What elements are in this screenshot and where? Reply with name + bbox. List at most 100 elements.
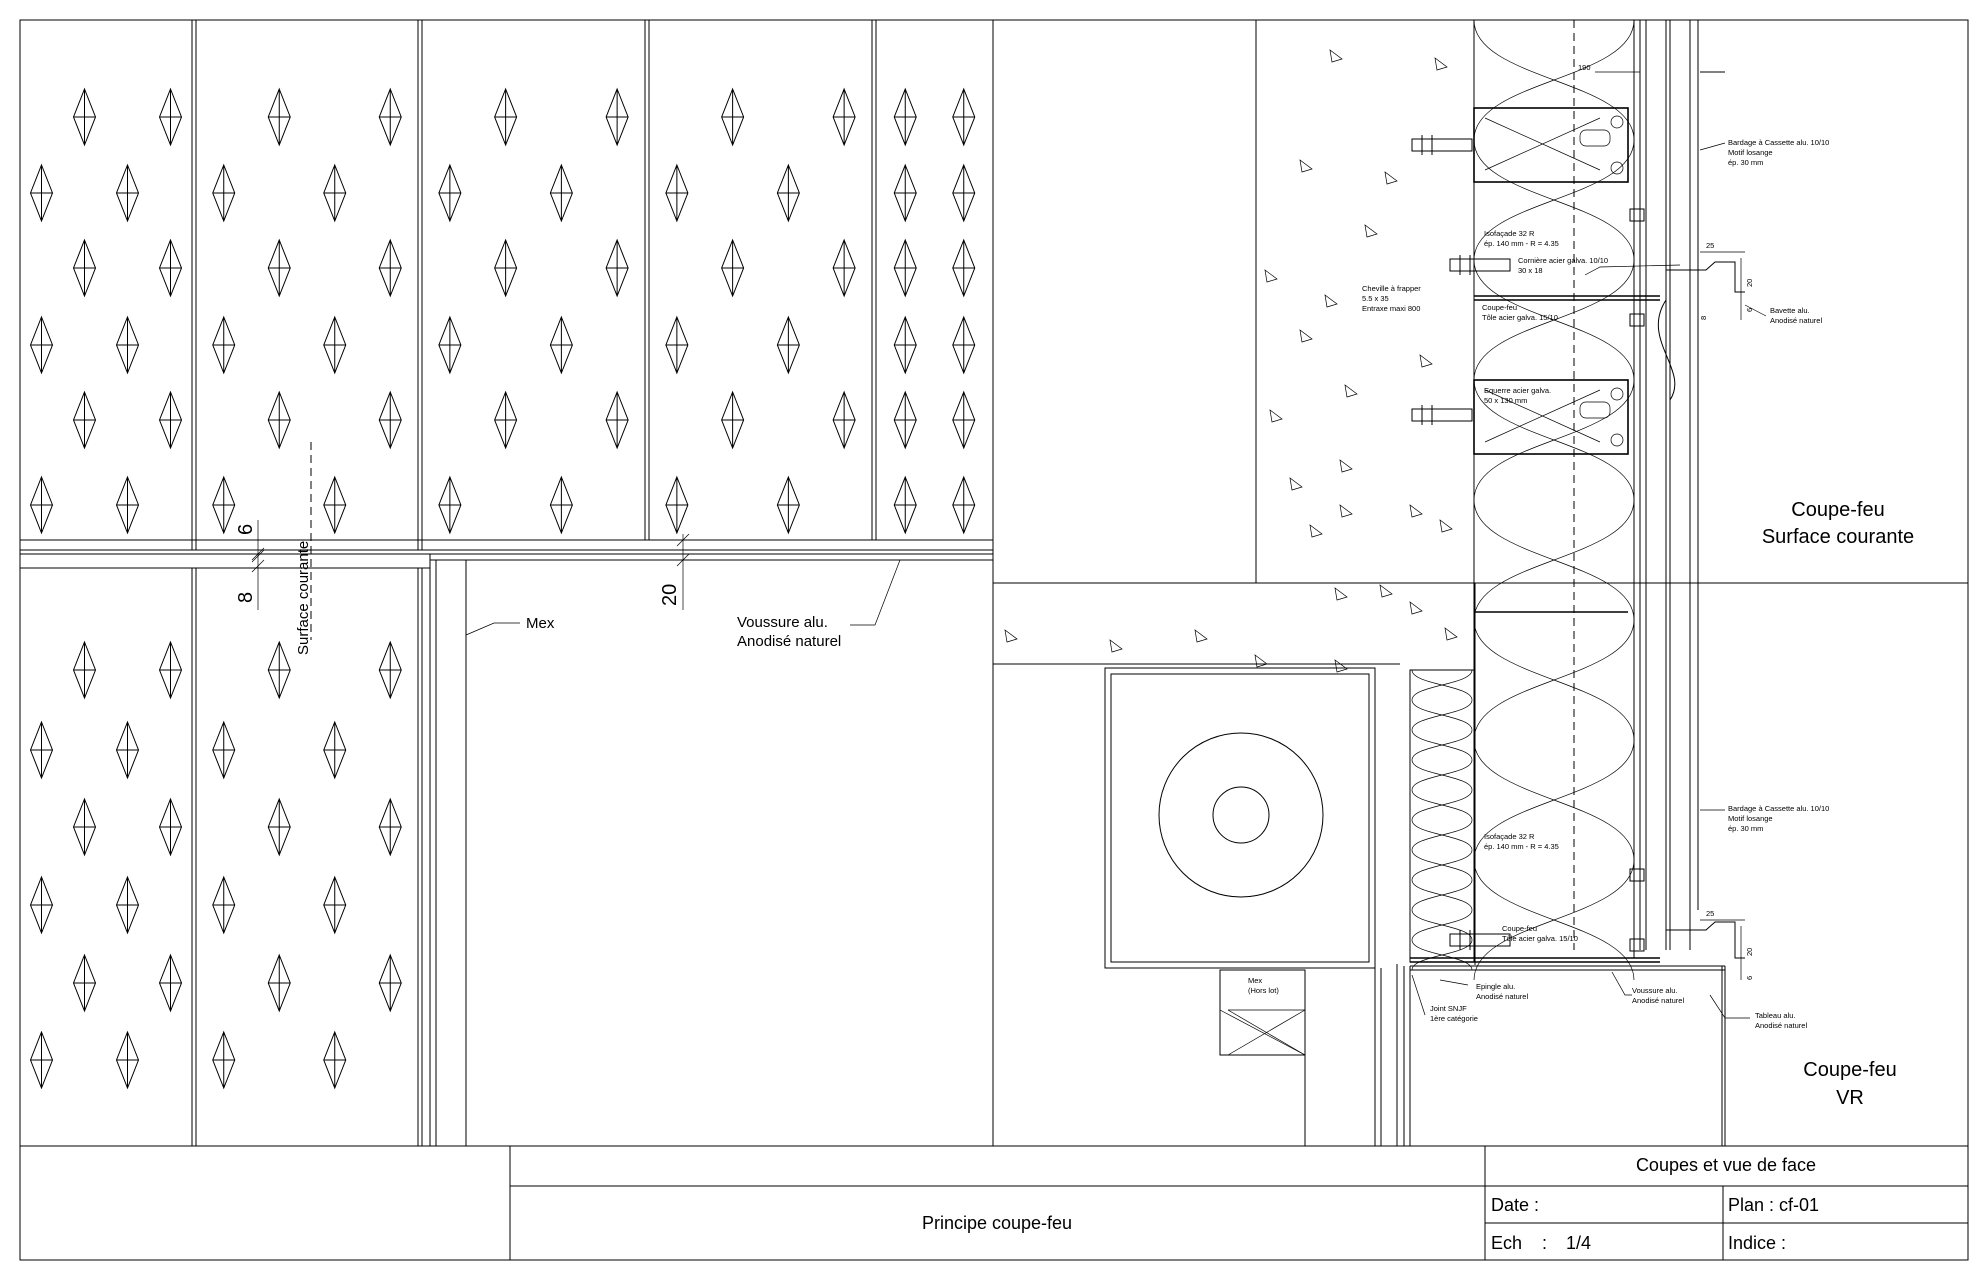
diamond-motif (605, 87, 629, 147)
svg-text:(Hors lot): (Hors lot) (1248, 986, 1279, 995)
svg-text:Entraxe maxi 800: Entraxe maxi 800 (1362, 304, 1420, 313)
svg-text:Bavette alu.: Bavette alu. (1770, 306, 1810, 315)
diamond-motif (158, 238, 183, 298)
diamond-motif (212, 720, 236, 780)
diamond-motif (115, 720, 140, 780)
svg-text:50 x 130 mm: 50 x 130 mm (1484, 396, 1527, 405)
project-title: Principe coupe-feu (922, 1213, 1072, 1233)
screw-head (1629, 938, 1645, 952)
diamond-motif (158, 953, 183, 1013)
diamond-motif (893, 315, 917, 375)
concrete-aggregate (1419, 354, 1433, 368)
insulation-wave (1473, 499, 1635, 621)
svg-text:Anodisé naturel: Anodisé naturel (1770, 316, 1822, 325)
diamond-motif (438, 475, 462, 535)
concrete-aggregate (1109, 639, 1123, 653)
mex-hors-lot-box (1219, 969, 1306, 1056)
diamond-motif (776, 163, 800, 223)
diamond-motif (72, 953, 97, 1013)
insulation-wave-small (1411, 699, 1473, 731)
diamond-motif (267, 797, 291, 857)
diamond-motif (893, 163, 917, 223)
diamond-motif (323, 163, 347, 223)
diamond-motif (494, 87, 518, 147)
concrete-aggregate (1269, 409, 1283, 423)
dim-190: 190 (1578, 63, 1591, 72)
title-top-line2: Surface courante (1762, 526, 1914, 548)
screw-head (1629, 313, 1645, 327)
insulation-wave-small (1411, 789, 1473, 821)
concrete-aggregate (1264, 269, 1278, 283)
diamond-motif (29, 315, 54, 375)
indice-label: Indice : (1728, 1233, 1786, 1253)
svg-text:Coupe-feu: Coupe-feu (1502, 924, 1537, 933)
concrete-aggregate (1339, 459, 1353, 473)
diamond-motif (212, 315, 236, 375)
diamond-motif (952, 475, 976, 535)
roller-drum (1158, 732, 1324, 898)
mex-leader (465, 622, 520, 636)
concrete-aggregate (1194, 629, 1208, 643)
callout-joint: Joint SNJF 1ère catégorie (1430, 1004, 1478, 1023)
diamond-motif (665, 475, 689, 535)
diamond-motif (158, 87, 183, 147)
concrete-aggregate (1409, 601, 1423, 615)
svg-text:Anodisé naturel: Anodisé naturel (1476, 992, 1528, 1001)
diamond-motif (378, 953, 402, 1013)
svg-text:30 x 18: 30 x 18 (1518, 266, 1543, 275)
dim-20-bottom: 20 (1745, 948, 1754, 956)
diamond-motif (158, 640, 183, 700)
insulation-wave-small (1411, 669, 1473, 701)
diamond-motif (29, 1030, 54, 1090)
diamond-motif (893, 238, 917, 298)
dim-25-top: 25 (1706, 241, 1714, 250)
callout-bardage-bottom: Bardage à Cassette alu. 10/10 Motif losa… (1728, 804, 1829, 833)
anchor-bolt (1449, 255, 1511, 275)
diamond-motif (665, 163, 689, 223)
insulation-wave (1473, 19, 1635, 141)
dim-20-voussure: 20 (659, 584, 681, 606)
diamond-motif (72, 797, 97, 857)
callout-bardage-top: Bardage à Cassette alu. 10/10 Motif losa… (1728, 138, 1829, 167)
diamond-motif (832, 87, 856, 147)
svg-text:Cheville à frapper: Cheville à frapper (1362, 284, 1421, 293)
diamond-motif (212, 475, 236, 535)
diamond-motif (893, 475, 917, 535)
diamond-motif (212, 1030, 236, 1090)
diamond-motif (549, 475, 573, 535)
title-bottom-line1: Coupe-feu (1803, 1059, 1896, 1081)
diamond-motif (115, 875, 140, 935)
callout-isofacade-top: Isofaçade 32 R ép. 140 mm - R = 4.35 (1484, 229, 1559, 248)
concrete-aggregate (1004, 629, 1018, 643)
diamond-motif (952, 238, 976, 298)
dim-6: 6 (235, 524, 257, 535)
concrete-aggregate (1334, 587, 1348, 601)
diamond-motif (832, 238, 856, 298)
screw-head (1629, 208, 1645, 222)
ech-value: 1/4 (1566, 1233, 1591, 1253)
insulation-wave-small (1411, 759, 1473, 791)
diamond-motif (29, 475, 54, 535)
concrete-aggregate (1339, 504, 1353, 518)
svg-text:Coupe-feu: Coupe-feu (1482, 303, 1517, 312)
diamond-motif (605, 238, 629, 298)
diamond-motif (72, 390, 97, 450)
diamond-motif (72, 640, 97, 700)
diamond-motif (267, 87, 291, 147)
insulation-wave (1473, 379, 1635, 501)
concrete-aggregate (1334, 659, 1348, 673)
callout-bavette: Bavette alu. Anodisé naturel (1770, 306, 1822, 325)
diamond-motif (893, 390, 917, 450)
diamond-motif (721, 390, 745, 450)
insulation-wave (1473, 139, 1635, 261)
diamond-motif (378, 640, 402, 700)
svg-text:Equerre acier galva.: Equerre acier galva. (1484, 386, 1551, 395)
label-voussure-2: Anodisé naturel (737, 633, 841, 650)
label-mex: Mex (526, 615, 555, 632)
diamond-motif (267, 238, 291, 298)
diamond-motif (776, 475, 800, 535)
front-elevation: Surface courante 6 8 20 Mex Voussure alu… (20, 20, 994, 1146)
insulation-wave (1473, 739, 1635, 861)
callout-coupefeu-top: Coupe-feu Tôle acier galva. 15/10 (1482, 303, 1558, 322)
ech-separator: : (1542, 1233, 1547, 1253)
